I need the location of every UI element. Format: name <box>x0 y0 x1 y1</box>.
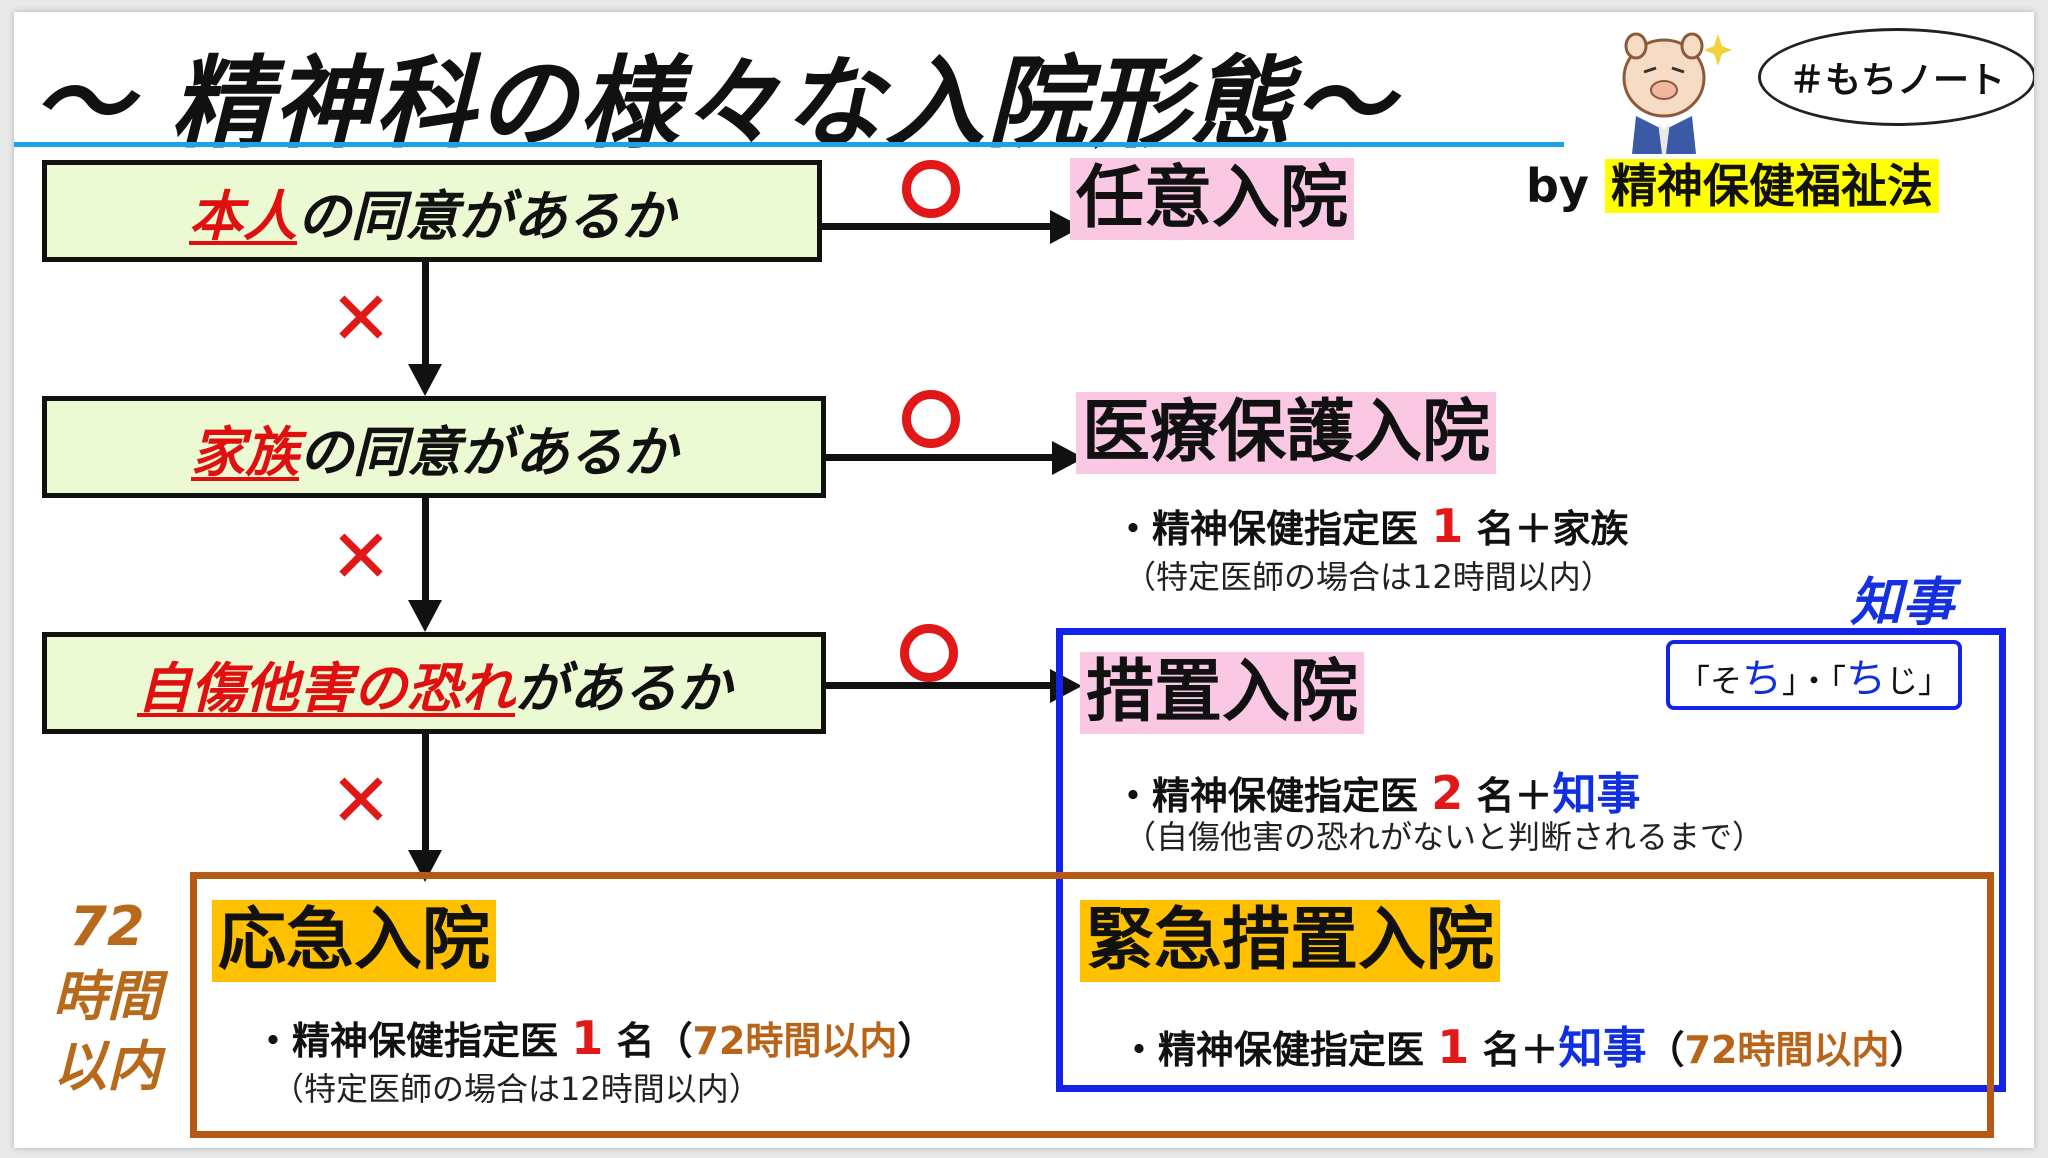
paren: ） <box>1889 1028 1928 1072</box>
hashtag-text: ＃もちノート <box>1788 60 2005 101</box>
no-cross-icon: ✕ <box>330 276 393 362</box>
paren: （ <box>654 1019 693 1063</box>
detail-mid: 名＋ <box>1476 774 1553 818</box>
detail-prefix: ・精神保健指定医 <box>1114 774 1419 818</box>
hashtag-bubble: ＃もちノート <box>1758 28 2034 126</box>
governor-tag: 知事 <box>1850 573 1955 633</box>
question-emphasis: 自傷他害の恐れ <box>137 656 515 720</box>
medical-protection-label: 医療保護入院 <box>1076 392 1497 475</box>
title-underline <box>14 142 1564 147</box>
doctor-count: 1 <box>571 1011 604 1065</box>
voluntary-admission-label: 任意入院 <box>1070 158 1355 241</box>
governor-text: 知事 <box>1552 769 1641 820</box>
no-cross-icon: ✕ <box>330 758 393 844</box>
paren: ） <box>897 1019 936 1063</box>
seventy-two-hour-side-label: 72 時間 以内 <box>32 892 182 1103</box>
emergency-note: （特定医師の場合は12時間以内） <box>272 1070 761 1108</box>
question-family-consent: 家族の同意があるか <box>42 396 826 498</box>
arrow-shaft <box>422 262 429 366</box>
governor-box <box>1056 628 2006 1092</box>
detail-mid: 名＋ <box>1482 1028 1559 1072</box>
question-rest: の同意があるか <box>299 420 677 484</box>
slide: 〜 精神科の様々な入院形態〜 ＃もちノート by 精神保健福祉法 本人の同意があ… <box>14 12 2034 1148</box>
law-name: 精神保健福祉法 <box>1604 159 1939 213</box>
reading-highlight: ち <box>1846 656 1887 702</box>
detail-prefix: ・精神保健指定医 <box>1120 1028 1425 1072</box>
detail-suffix: 名＋家族 <box>1476 507 1629 551</box>
detail-prefix: ・精神保健指定医 <box>1114 507 1419 551</box>
time-limit: 72時間以内 <box>692 1019 898 1063</box>
side-label-line: 以内 <box>53 1035 161 1099</box>
measures-note: （自傷他害の恐れがないと判断されるまで） <box>1124 818 1765 856</box>
emergency-measures-label: 緊急措置入院 <box>1080 900 1501 983</box>
by-law-line: by 精神保健福祉法 <box>1526 150 1939 216</box>
time-limit: 72時間以内 <box>1684 1028 1890 1072</box>
reading-part: 「そ <box>1678 662 1743 700</box>
reading-part: 」・「 <box>1782 662 1847 700</box>
medical-protection-note: （特定医師の場合は12時間以内） <box>1124 558 1613 596</box>
arrow-shaft <box>826 682 1050 689</box>
yes-circle-icon <box>902 390 960 448</box>
emergency-detail: ・精神保健指定医 1 名（72時間以内） <box>254 1010 935 1065</box>
question-self-consent: 本人の同意があるか <box>42 160 822 262</box>
measures-detail: ・精神保健指定医 2 名＋知事 <box>1114 758 1641 822</box>
pig-mascot-icon <box>1622 32 1732 154</box>
side-label-line: 時間 <box>53 965 161 1029</box>
question-emphasis: 家族 <box>191 420 299 484</box>
no-cross-icon: ✕ <box>330 514 393 600</box>
side-label-line: 72 <box>69 895 145 958</box>
doctor-count: 2 <box>1431 766 1464 820</box>
question-emphasis: 本人 <box>189 184 297 248</box>
doctor-count: 1 <box>1431 499 1464 553</box>
doctor-count: 1 <box>1437 1020 1470 1074</box>
reading-highlight: ち <box>1742 656 1783 702</box>
medical-protection-detail: ・精神保健指定医 1 名＋家族 <box>1114 498 1629 553</box>
arrow-head-icon <box>1050 669 1082 703</box>
emergency-admission-label: 応急入院 <box>212 900 497 983</box>
question-rest: があるか <box>515 656 731 720</box>
arrow-shaft <box>826 454 1052 461</box>
question-rest: の同意があるか <box>297 184 675 248</box>
seventy-two-hour-box <box>190 872 1994 1138</box>
question-self-harm-risk: 自傷他害の恐れがあるか <box>42 632 826 734</box>
reading-tag: 「そち」・「ちじ」 <box>1666 640 1963 710</box>
by-prefix: by <box>1526 159 1605 213</box>
governor-text: 知事 <box>1558 1023 1647 1074</box>
arrow-shaft <box>422 734 429 852</box>
yes-circle-icon <box>900 624 958 682</box>
arrow-shaft <box>822 223 1050 230</box>
reading-part: じ」 <box>1886 662 1951 700</box>
emergency-measures-detail: ・精神保健指定医 1 名＋知事（72時間以内） <box>1120 1012 1927 1076</box>
arrow-head-icon <box>408 364 442 396</box>
detail-mid: 名 <box>616 1019 655 1063</box>
measures-admission-label: 措置入院 <box>1080 652 1365 735</box>
arrow-head-icon <box>408 600 442 632</box>
arrow-shaft <box>422 498 429 602</box>
paren: （ <box>1646 1028 1685 1072</box>
yes-circle-icon <box>902 160 960 218</box>
detail-prefix: ・精神保健指定医 <box>254 1019 559 1063</box>
